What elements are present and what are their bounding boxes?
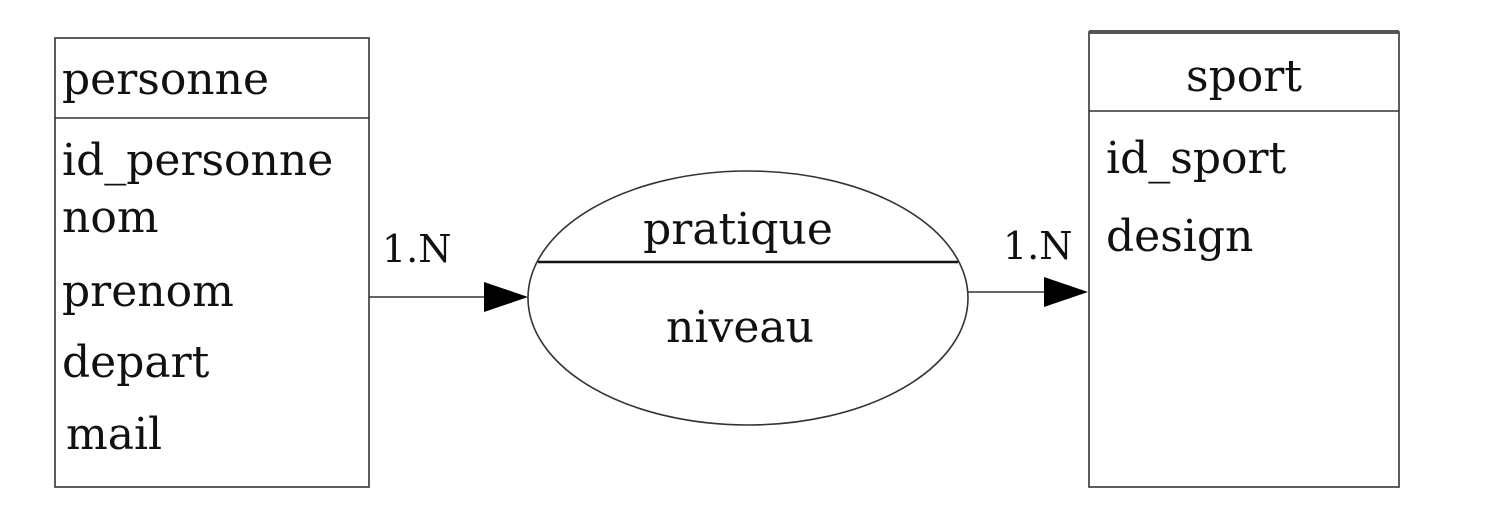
- arrowhead-icon: [1044, 277, 1088, 307]
- entity-personne-title: personne: [62, 54, 269, 105]
- entity-sport-attr-id-sport: id_sport: [1106, 133, 1287, 184]
- link-pratique-sport-cardinality: 1.N: [1003, 224, 1073, 268]
- arrowhead-icon: [484, 282, 528, 312]
- association-pratique: pratique niveau: [527, 170, 969, 426]
- association-pratique-ellipse: [527, 170, 969, 426]
- entity-sport-attr-design: design: [1106, 211, 1253, 262]
- association-pratique-attr-niveau: niveau: [666, 302, 814, 353]
- entity-personne-attr-nom: nom: [62, 192, 159, 243]
- entity-personne-attr-depart: depart: [62, 337, 210, 388]
- link-personne-pratique: 1.N: [369, 227, 528, 312]
- entity-sport: sport id_sport design: [1088, 30, 1400, 488]
- association-pratique-title: pratique: [643, 204, 833, 255]
- entity-personne-attr-mail: mail: [66, 409, 162, 460]
- entity-personne-attr-id-personne: id_personne: [62, 135, 333, 186]
- link-personne-pratique-cardinality: 1.N: [382, 227, 452, 271]
- entity-sport-title: sport: [1186, 51, 1302, 102]
- link-pratique-sport: 1.N: [968, 224, 1088, 307]
- entity-personne-box: [54, 37, 370, 488]
- entity-personne: personne id_personne nom prenom depart m…: [54, 37, 370, 488]
- entity-sport-box: [1088, 31, 1400, 488]
- entity-personne-attr-prenom: prenom: [62, 266, 234, 317]
